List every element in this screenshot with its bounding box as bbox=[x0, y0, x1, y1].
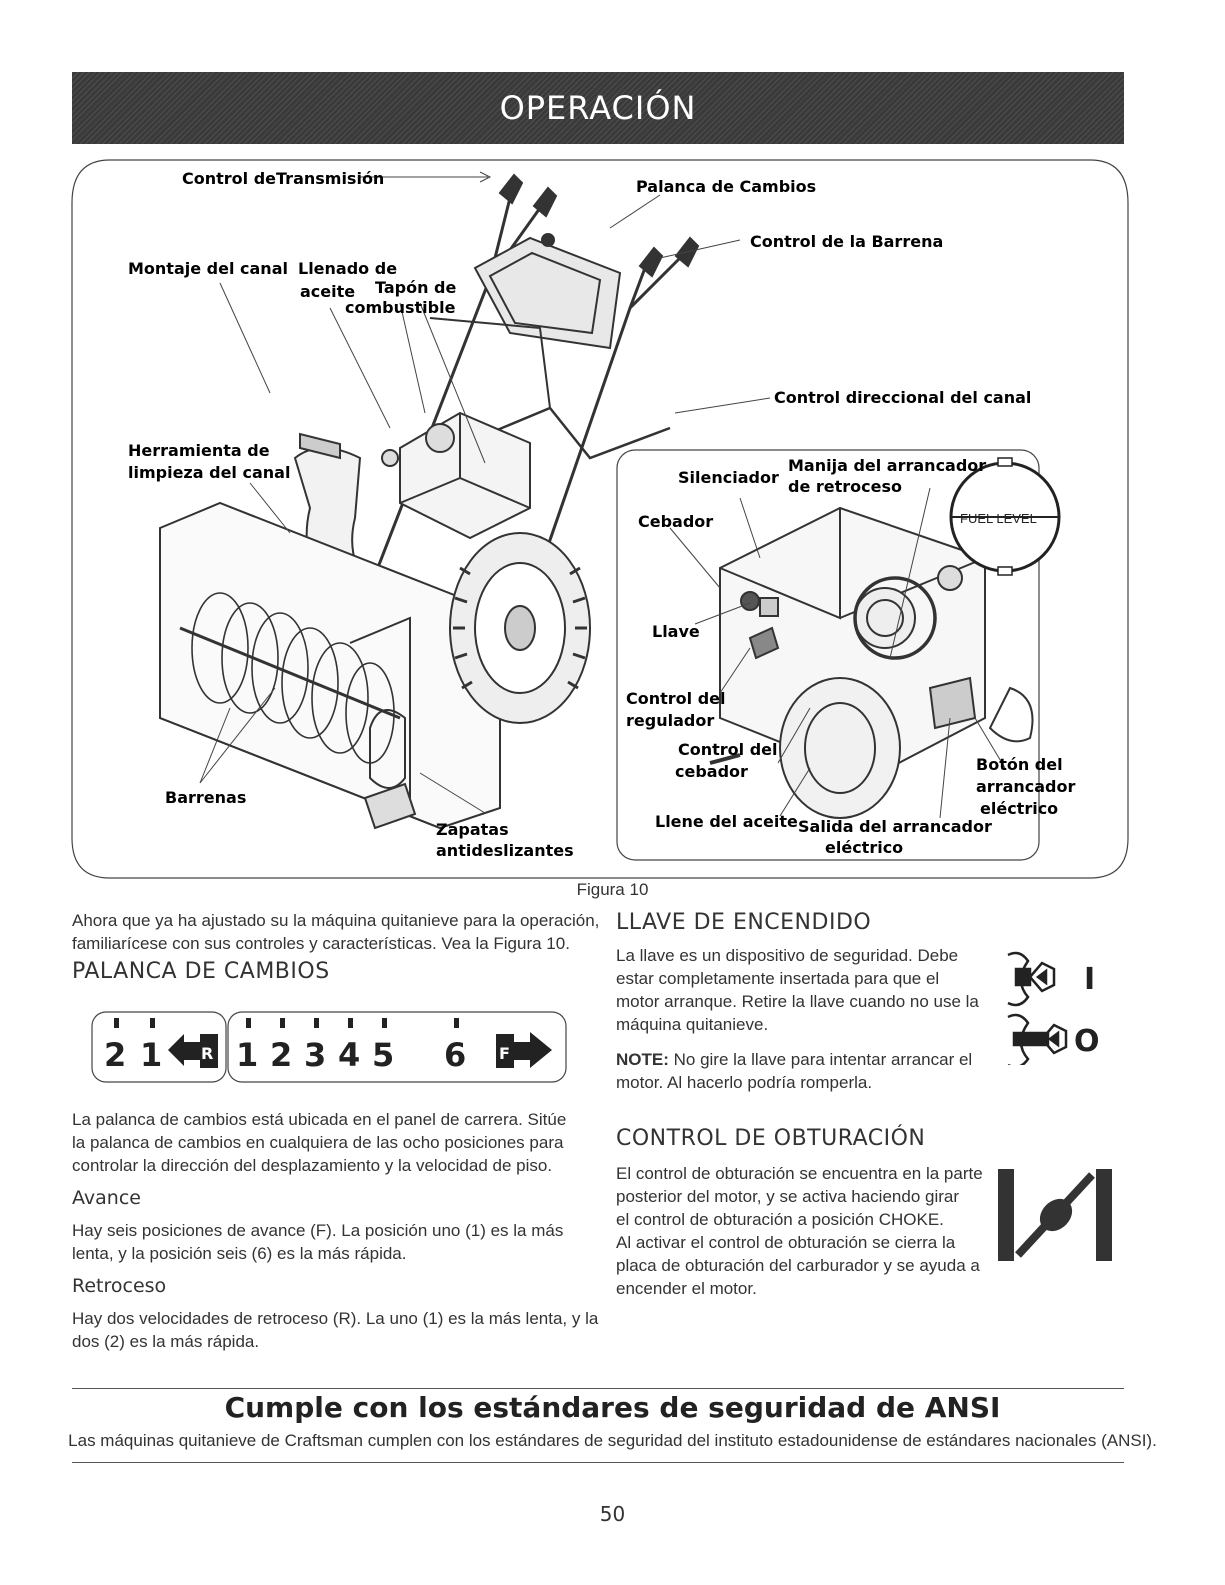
label-ctrl-cebador-1: Control del bbox=[678, 740, 778, 759]
label-llenado-1: Llenado de bbox=[298, 259, 397, 278]
obturacion-p6: encender el motor. bbox=[616, 1279, 757, 1298]
heading-avance: Avance bbox=[72, 1187, 141, 1209]
llave-note-line-1: NOTE: No gire la llave para intentar arr… bbox=[616, 1049, 972, 1070]
label-zapatas-1: Zapatas bbox=[436, 820, 509, 839]
obturacion-p1: El control de obturación se encuentra en… bbox=[616, 1164, 983, 1183]
heading-retroceso: Retroceso bbox=[72, 1275, 167, 1297]
label-silenciador: Silenciador bbox=[678, 468, 779, 487]
obturacion-p2: posterior del motor, y se activa haciend… bbox=[616, 1187, 960, 1206]
label-herramienta-2: limpieza del canal bbox=[128, 463, 290, 482]
ansi-title: Cumple con los estándares de seguridad d… bbox=[224, 1391, 1001, 1424]
label-boton-1: Botón del bbox=[976, 755, 1063, 774]
obturacion-p4: Al activar el control de obturación se c… bbox=[616, 1233, 956, 1252]
choke-icon bbox=[998, 1169, 1112, 1261]
gear-r1: 1 bbox=[140, 1036, 162, 1074]
gear-f2: 2 bbox=[270, 1036, 292, 1074]
engine-illustration bbox=[709, 506, 1034, 819]
obturacion-p3: el control de obturación a posición CHOK… bbox=[616, 1210, 944, 1229]
note-text-1: No gire la llave para intentar arrancar … bbox=[668, 1050, 973, 1069]
label-manija-1: Manija del arrancador bbox=[788, 456, 986, 475]
forward-arrow-icon: F bbox=[496, 1032, 552, 1068]
obturacion-p5: placa de obturación del carburador y se … bbox=[616, 1256, 980, 1275]
forward-icon-label: F bbox=[499, 1044, 510, 1063]
key-icons: I O bbox=[1007, 951, 1100, 1065]
label-palanca-cambios: Palanca de Cambios bbox=[636, 177, 816, 196]
label-control-direccional: Control direccional del canal bbox=[774, 388, 1031, 407]
gear-f4: 4 bbox=[338, 1036, 360, 1074]
gear-f1: 1 bbox=[236, 1036, 258, 1074]
rule-bottom bbox=[72, 1462, 1124, 1463]
gear-r2: 2 bbox=[104, 1036, 126, 1074]
gear-f6: 6 bbox=[444, 1036, 466, 1074]
snowthrower-illustration bbox=[159, 173, 700, 830]
label-fuel-level: FUEL LEVEL bbox=[960, 511, 1037, 526]
page-title: OPERACIÓN bbox=[499, 89, 697, 127]
avance-p1: Hay seis posiciones de avance (F). La po… bbox=[72, 1221, 564, 1240]
figure-10-diagram: Control deTransmisión Palanca de Cambios… bbox=[71, 159, 1129, 879]
label-barrenas: Barrenas bbox=[165, 788, 246, 807]
label-control-barrena: Control de la Barrena bbox=[750, 232, 943, 251]
key-on-icon bbox=[1007, 951, 1056, 1007]
figure-caption: Figura 10 bbox=[576, 880, 649, 899]
intro-line-1: Ahora que ya ha ajustado su la máquina q… bbox=[72, 911, 600, 930]
label-salida-1: Salida del arrancador bbox=[798, 817, 992, 836]
label-montaje-canal: Montaje del canal bbox=[128, 259, 288, 278]
retroceso-p2: dos (2) es la más rápida. bbox=[72, 1332, 260, 1351]
reverse-icon-label: R bbox=[201, 1044, 213, 1063]
label-regulador-1: Control del bbox=[626, 689, 726, 708]
label-boton-3: eléctrico bbox=[980, 799, 1058, 818]
heading-llave: LLAVE DE ENCENDIDO bbox=[616, 910, 872, 935]
label-transmision: Control deTransmisión bbox=[182, 169, 384, 188]
gear-f5: 5 bbox=[372, 1036, 394, 1074]
label-llenado-2: aceite bbox=[300, 282, 355, 301]
llave-p3: motor arranque. Retire la llave cuando n… bbox=[616, 992, 979, 1011]
llave-note-line-2: motor. Al hacerlo podría romperla. bbox=[616, 1073, 873, 1092]
label-manija-2: de retroceso bbox=[788, 477, 902, 496]
label-ctrl-cebador-2: cebador bbox=[675, 762, 748, 781]
page-number: 50 bbox=[599, 1502, 626, 1526]
gear-f3: 3 bbox=[304, 1036, 326, 1074]
gear-selector-diagram: 2 1 1 2 3 4 5 6 R F bbox=[91, 1011, 567, 1083]
heading-obturacion: CONTROL DE OBTURACIÓN bbox=[616, 1126, 926, 1151]
palanca-p2: la palanca de cambios en cualquiera de l… bbox=[72, 1133, 564, 1152]
label-llave: Llave bbox=[652, 622, 700, 641]
llave-p1: La llave es un dispositivo de seguridad.… bbox=[616, 946, 959, 965]
intro-line-2: familiarícese con sus controles y caract… bbox=[72, 934, 570, 953]
label-salida-2: eléctrico bbox=[825, 838, 903, 857]
label-boton-2: arrancador bbox=[976, 777, 1075, 796]
palanca-p3: controlar la dirección del desplazamient… bbox=[72, 1156, 553, 1175]
note-label: NOTE: bbox=[616, 1050, 669, 1069]
label-regulador-2: regulador bbox=[626, 711, 714, 730]
llave-p4: máquina quitanieve. bbox=[616, 1015, 769, 1034]
retroceso-p1: Hay dos velocidades de retroceso (R). La… bbox=[72, 1309, 599, 1328]
label-llene-aceite: Llene del aceite bbox=[655, 812, 798, 831]
page-banner: OPERACIÓN bbox=[72, 72, 1124, 144]
reverse-arrow-icon: R bbox=[168, 1034, 218, 1068]
key-off-icon bbox=[1007, 1013, 1068, 1065]
label-herramienta-1: Herramienta de bbox=[128, 441, 270, 460]
key-on-symbol: I bbox=[1084, 962, 1095, 997]
label-tapon-2: combustible bbox=[345, 298, 456, 317]
llave-p2: estar completamente insertada para que e… bbox=[616, 969, 940, 988]
ansi-text: Las máquinas quitanieve de Craftsman cum… bbox=[68, 1431, 1157, 1450]
avance-p2: lenta, y la posición seis (6) es la más … bbox=[72, 1244, 407, 1263]
rule-top bbox=[72, 1388, 1124, 1389]
key-off-symbol: O bbox=[1074, 1024, 1100, 1059]
label-tapon-1: Tapón de bbox=[375, 278, 457, 297]
palanca-p1: La palanca de cambios está ubicada en el… bbox=[72, 1110, 567, 1129]
label-cebador: Cebador bbox=[638, 512, 713, 531]
heading-palanca: PALANCA DE CAMBIOS bbox=[72, 959, 330, 984]
label-zapatas-2: antideslizantes bbox=[436, 841, 574, 860]
